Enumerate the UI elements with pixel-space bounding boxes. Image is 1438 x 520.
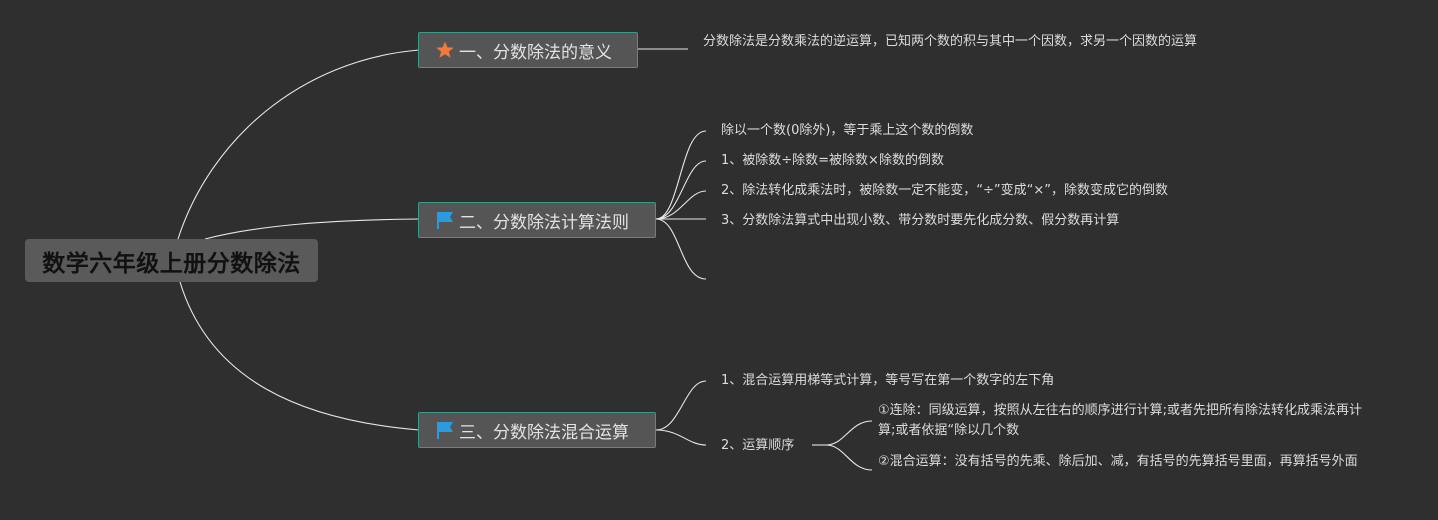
connector-branch3-leaf1 <box>655 380 707 431</box>
connector-root-branch1 <box>177 49 420 240</box>
leaf-order-continuous-division[interactable]: ①连除：同级运算，按照从左往右的顺序进行计算;或者先把所有除法转化成乘法再计算;… <box>878 401 1378 441</box>
leaf-rule-general[interactable]: 除以一个数(0除外)，等于乘上这个数的倒数 <box>721 121 973 141</box>
leaf-order-mixed-text: ②混合运算：没有括号的先乘、除后加、减，有括号的先算括号里面，再算括号外面 <box>878 454 1358 469</box>
branch-meaning[interactable]: 一、分数除法的意义 <box>418 32 638 68</box>
branch-meaning-label: 一、分数除法的意义 <box>459 42 612 63</box>
leaf-mixed-1[interactable]: 1、混合运算用梯等式计算，等号写在第一个数字的左下角 <box>721 371 1054 391</box>
leaf-order-mixed[interactable]: ②混合运算：没有括号的先乘、除后加、减，有括号的先算括号里面，再算括号外面 <box>878 452 1378 472</box>
leaf-mixed-order[interactable]: 2、运算顺序 <box>721 436 794 456</box>
leaf-rule-3-text: 3、分数除法算式中出现小数、带分数时要先化成分数、假分数再计算 <box>721 213 1120 228</box>
leaf-meaning-definition-text: 分数除法是分数乘法的逆运算，已知两个数的积与其中一个因数，求另一个因数的运算 <box>703 34 1198 49</box>
branch-mixed-operations[interactable]: 三、分数除法混合运算 <box>418 412 656 448</box>
leaf-order-continuous-division-text: ①连除：同级运算，按照从左往右的顺序进行计算;或者先把所有除法转化成乘法再计算;… <box>878 403 1363 438</box>
branch-calculation-rules-label: 二、分数除法计算法则 <box>459 212 629 233</box>
connector-branch2-leaf2 <box>655 160 707 220</box>
connector-branch2-leaf5 <box>655 218 707 280</box>
root-title: 数学六年级上册分数除法 <box>42 250 301 277</box>
connector-order-sub2 <box>825 444 873 471</box>
star-icon <box>435 40 455 60</box>
root-node[interactable]: 数学六年级上册分数除法 <box>25 239 318 282</box>
connector-root-branch3 <box>179 281 420 431</box>
leaf-rule-2[interactable]: 2、除法转化成乘法时，被除数一定不能变，“÷”变成“×”，除数变成它的倒数 <box>721 181 1168 201</box>
leaf-rule-1-text: 1、被除数÷除数=被除数×除数的倒数 <box>721 153 944 168</box>
leaf-mixed-order-text: 2、运算顺序 <box>721 438 795 453</box>
leaf-mixed-1-text: 1、混合运算用梯等式计算，等号写在第一个数字的左下角 <box>721 373 1055 388</box>
leaf-rule-1[interactable]: 1、被除数÷除数=被除数×除数的倒数 <box>721 151 944 171</box>
leaf-rule-3[interactable]: 3、分数除法算式中出现小数、带分数时要先化成分数、假分数再计算 <box>721 211 1119 231</box>
connector-branch3-leaf2 <box>655 429 707 446</box>
connector-order-sub1 <box>825 420 873 446</box>
connector-root-branch2 <box>204 218 420 240</box>
connector-branch2-leaf3 <box>655 190 707 220</box>
branch-mixed-operations-label: 三、分数除法混合运算 <box>459 422 629 443</box>
branch-calculation-rules[interactable]: 二、分数除法计算法则 <box>418 202 656 238</box>
leaf-rule-general-text: 除以一个数(0除外)，等于乘上这个数的倒数 <box>721 123 974 138</box>
flag-icon <box>435 210 455 230</box>
flag-icon <box>435 420 455 440</box>
leaf-meaning-definition[interactable]: 分数除法是分数乘法的逆运算，已知两个数的积与其中一个因数，求另一个因数的运算 <box>703 32 1203 52</box>
leaf-rule-2-text: 2、除法转化成乘法时，被除数一定不能变，“÷”变成“×”，除数变成它的倒数 <box>721 183 1168 198</box>
connector-branch2-leaf1 <box>655 130 707 220</box>
